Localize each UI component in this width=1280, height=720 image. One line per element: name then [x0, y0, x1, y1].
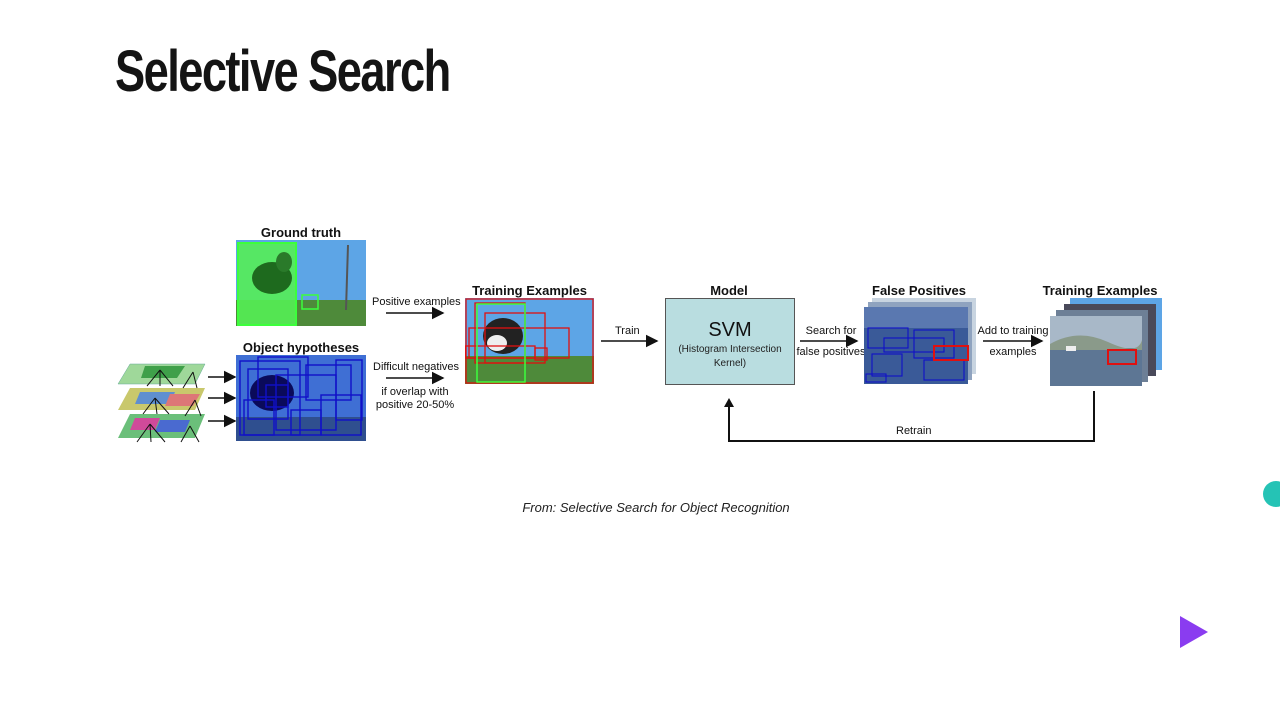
- training-examples-title: Training Examples: [472, 283, 587, 298]
- ground-truth-image: [236, 240, 366, 326]
- retrain-label: Retrain: [896, 425, 932, 437]
- false-positives-image: [864, 298, 976, 384]
- svm-model-box: SVM (Histogram Intersection Kernel): [665, 298, 795, 385]
- svm-label: SVM: [708, 319, 752, 341]
- slide-title: Selective Search: [115, 39, 451, 104]
- train-label: Train: [615, 325, 640, 337]
- add-to-training-label: Add to training: [977, 325, 1049, 337]
- object-hypotheses-title: Object hypotheses: [242, 340, 360, 355]
- ground-truth-title: Ground truth: [260, 225, 342, 240]
- svm-kernel-line-2: Kernel): [713, 358, 747, 369]
- positive-examples-label: Positive examples: [372, 296, 461, 308]
- difficult-negatives-label: Difficult negatives: [373, 361, 460, 373]
- false-positives-title: False Positives: [872, 283, 966, 298]
- overlap-label-2: positive 20-50%: [375, 399, 455, 411]
- overlap-label-1: if overlap with: [381, 386, 449, 398]
- search-for-label: Search for: [805, 325, 857, 337]
- play-triangle-icon[interactable]: [1178, 614, 1210, 650]
- examples-label: examples: [989, 346, 1037, 358]
- training-examples-title-2: Training Examples: [1042, 283, 1158, 298]
- svm-kernel-line-1: (Histogram Intersection: [678, 344, 782, 355]
- object-hypotheses-image: [236, 355, 366, 441]
- retrain-loop: [728, 391, 1095, 442]
- side-indicator-dot[interactable]: [1263, 481, 1280, 507]
- training-examples-image: [465, 298, 594, 384]
- false-positives-label: false positives: [796, 346, 866, 358]
- source-caption: From: Selective Search for Object Recogn…: [522, 500, 790, 515]
- segmentation-pyramid: [117, 363, 206, 443]
- training-examples-image-2: [1050, 298, 1162, 386]
- model-title: Model: [710, 283, 748, 298]
